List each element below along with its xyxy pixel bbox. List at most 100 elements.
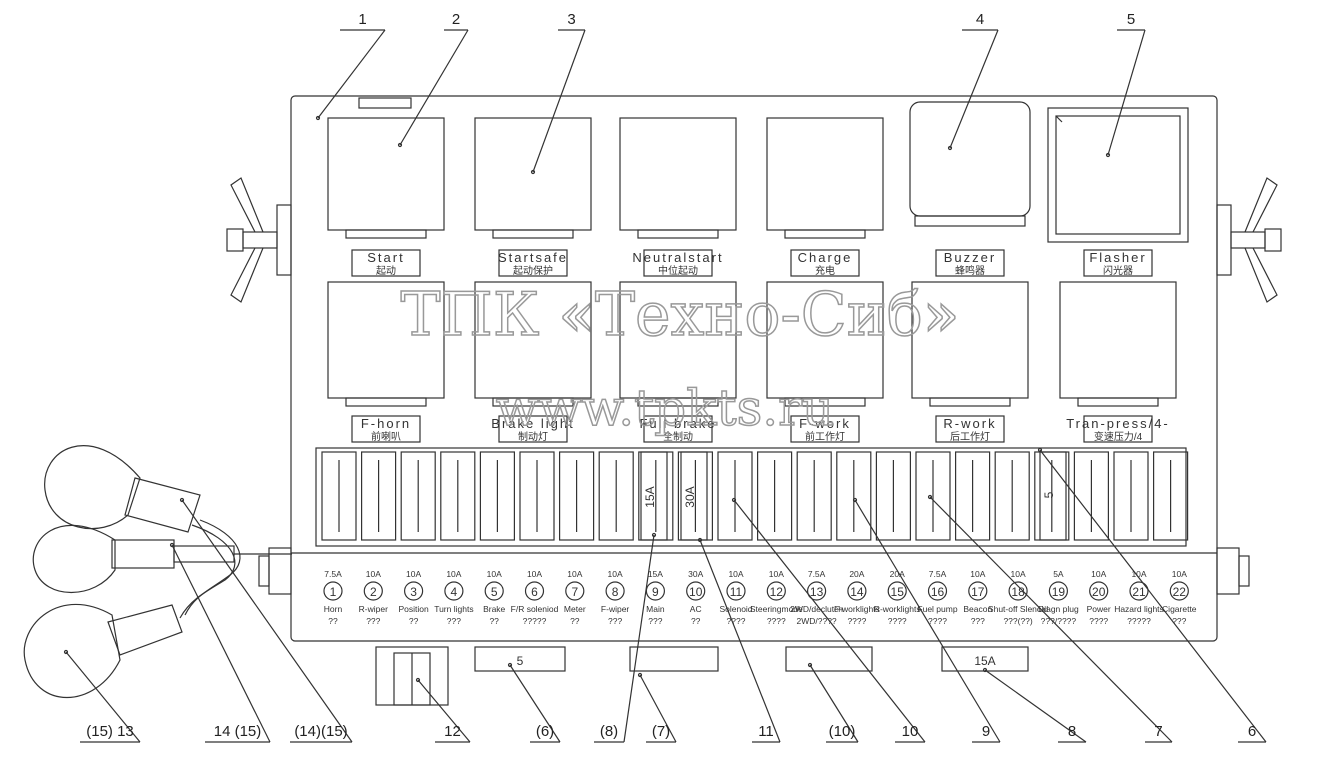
callout-top-3: 3	[567, 11, 575, 28]
callout-bottom-8-dot	[697, 537, 703, 543]
fuse-panel	[315, 447, 1187, 547]
fuse-name-20: Power	[1087, 604, 1111, 614]
fuse-circle-15	[887, 581, 907, 601]
fuse-name-5: Brake	[483, 604, 505, 614]
relay-top-label-2: Startsafe	[498, 250, 568, 265]
fuse-name-zh-22: ???	[1172, 616, 1186, 626]
wing-nut-right-head	[1264, 228, 1282, 252]
callout-bottom-9: (10)	[829, 723, 856, 740]
fuse-insert-15a-label: 15A	[643, 486, 657, 507]
drawing-lines	[23, 29, 1282, 743]
callout-bottom-12-dot	[982, 667, 988, 673]
fuse-name-zh-16: ????	[928, 616, 947, 626]
fuse-amp-3: 10A	[406, 569, 421, 579]
callout-top-3-dot	[530, 169, 536, 175]
fuse-name-zh-6: ?????	[523, 616, 547, 626]
relay-top-label-box-3	[643, 249, 713, 277]
relay-top-label-zh-1: 起动	[376, 265, 396, 277]
callout-bottom-14-leader	[1039, 449, 1267, 743]
fuse-amp-20: 10A	[1091, 569, 1106, 579]
fuse-slot-5	[479, 451, 515, 541]
fuse-name-2: R-wiper	[359, 604, 388, 614]
callout-bottom-13-leader	[929, 496, 1173, 743]
bulb-3-socket	[107, 604, 183, 656]
relay-bottom-2-base	[492, 397, 574, 407]
fuse-insert-5a	[1039, 451, 1067, 541]
fuse-insert-30a-label: 30A	[683, 486, 697, 507]
relay-bottom-label-box-1	[351, 415, 421, 443]
fuse-name-zh-21: ?????	[1127, 616, 1151, 626]
fuse-name-7: Meter	[564, 604, 586, 614]
fuse-number-18: 18	[1011, 585, 1025, 599]
callout-bottom-4-leader	[417, 679, 471, 743]
fuse-amp-16: 7.5A	[929, 569, 947, 579]
relay-bottom-label-box-2	[498, 415, 568, 443]
callout-bottom-5: (6)	[536, 723, 554, 740]
relay-top-label-zh-5: 蜂鸣器	[955, 264, 985, 277]
fuse-name-zh-13: 2WD/????	[797, 616, 837, 626]
relay-bottom-label-3: Full brake	[639, 416, 716, 431]
fuse-number-21: 21	[1132, 585, 1146, 599]
flasher-corner	[1055, 115, 1063, 123]
fuse-name-17: Beacon	[963, 604, 992, 614]
fuse-number-13: 13	[810, 585, 824, 599]
callout-bottom-4: 12	[444, 723, 461, 740]
fuse-amp-2: 10A	[366, 569, 381, 579]
fuse-number-10: 10	[689, 585, 703, 599]
fuse-number-11: 11	[730, 585, 743, 599]
fuse-name-zh-10: ??	[691, 616, 701, 626]
fuse-circle-19	[1048, 581, 1069, 601]
callout-bottom-9-dot	[807, 662, 813, 668]
wing-nut-right-base	[1216, 204, 1232, 276]
fuse-number-17: 17	[971, 585, 985, 599]
callout-bottom-3: (14)(15)	[294, 723, 347, 740]
fuse-slot-12	[756, 451, 793, 541]
side-bolt-right	[1216, 547, 1250, 595]
callout-bottom-2: 14 (15)	[214, 723, 262, 740]
relay-bottom-6	[1059, 281, 1177, 399]
relay-bottom-label-zh-3: 全制动	[663, 430, 693, 443]
fuse-name-zh-1: ??	[328, 616, 338, 626]
callout-bottom-1-dot	[63, 649, 69, 655]
fuse-amp-8: 10A	[608, 569, 623, 579]
fuse-number-9: 9	[652, 585, 659, 599]
fuse-amp-22: 10A	[1172, 569, 1187, 579]
fuse-number-6: 6	[531, 585, 538, 599]
relay-bottom-label-zh-5: 后工作灯	[950, 431, 990, 443]
fuse-slot-4	[440, 451, 476, 541]
callout-bottom-7-dot	[637, 672, 643, 678]
fuse-name-13: 2WD/declutch	[790, 604, 843, 614]
fuse-circle-20	[1089, 581, 1109, 601]
bulb-1-glass	[44, 445, 141, 530]
spare-fuse-3	[785, 646, 873, 672]
relay-top-label-box-2	[498, 249, 568, 277]
fuse-amp-9: 15A	[648, 569, 663, 579]
callout-bottom-4-dot	[415, 677, 421, 683]
relay-bottom-4-base	[784, 397, 866, 407]
fuse-number-15: 15	[891, 585, 905, 599]
fuse-amp-1: 7.5A	[324, 569, 342, 579]
fuse-number-22: 22	[1173, 585, 1187, 599]
relay-top-label-zh-6: 闪光器	[1103, 264, 1133, 277]
fuse-name-3: Position	[398, 604, 429, 614]
relay-bottom-label-5: R-work	[943, 416, 996, 431]
fuse-amp-19: 5A	[1053, 569, 1064, 579]
callout-top-2-dot	[397, 142, 403, 148]
fuse-circle-11	[726, 581, 746, 601]
drawing-texts: Start起动Startsafe起动保护Neutralstart中位起动Char…	[86, 11, 1256, 740]
callout-bottom-14-dot	[1037, 447, 1043, 453]
relay-bottom-label-zh-2: 制动灯	[518, 430, 548, 443]
relay-top-4	[766, 117, 884, 231]
housing-tab	[358, 97, 412, 109]
fuse-number-2: 2	[370, 585, 377, 599]
relay-top-4-base	[784, 229, 866, 239]
fuse-slot-13	[796, 451, 832, 541]
watermark: ТПК «Техно-Сиб» www.tpkts.ru	[400, 279, 961, 438]
relay-bottom-label-zh-1: 前喇叭	[371, 430, 401, 443]
fuse-circle-8	[605, 581, 625, 601]
callout-bottom-13: 7	[1154, 723, 1162, 740]
callout-top-3-leader	[532, 29, 586, 173]
bulb-2-stem	[173, 545, 235, 563]
relay-bottom-1-base	[345, 397, 427, 407]
